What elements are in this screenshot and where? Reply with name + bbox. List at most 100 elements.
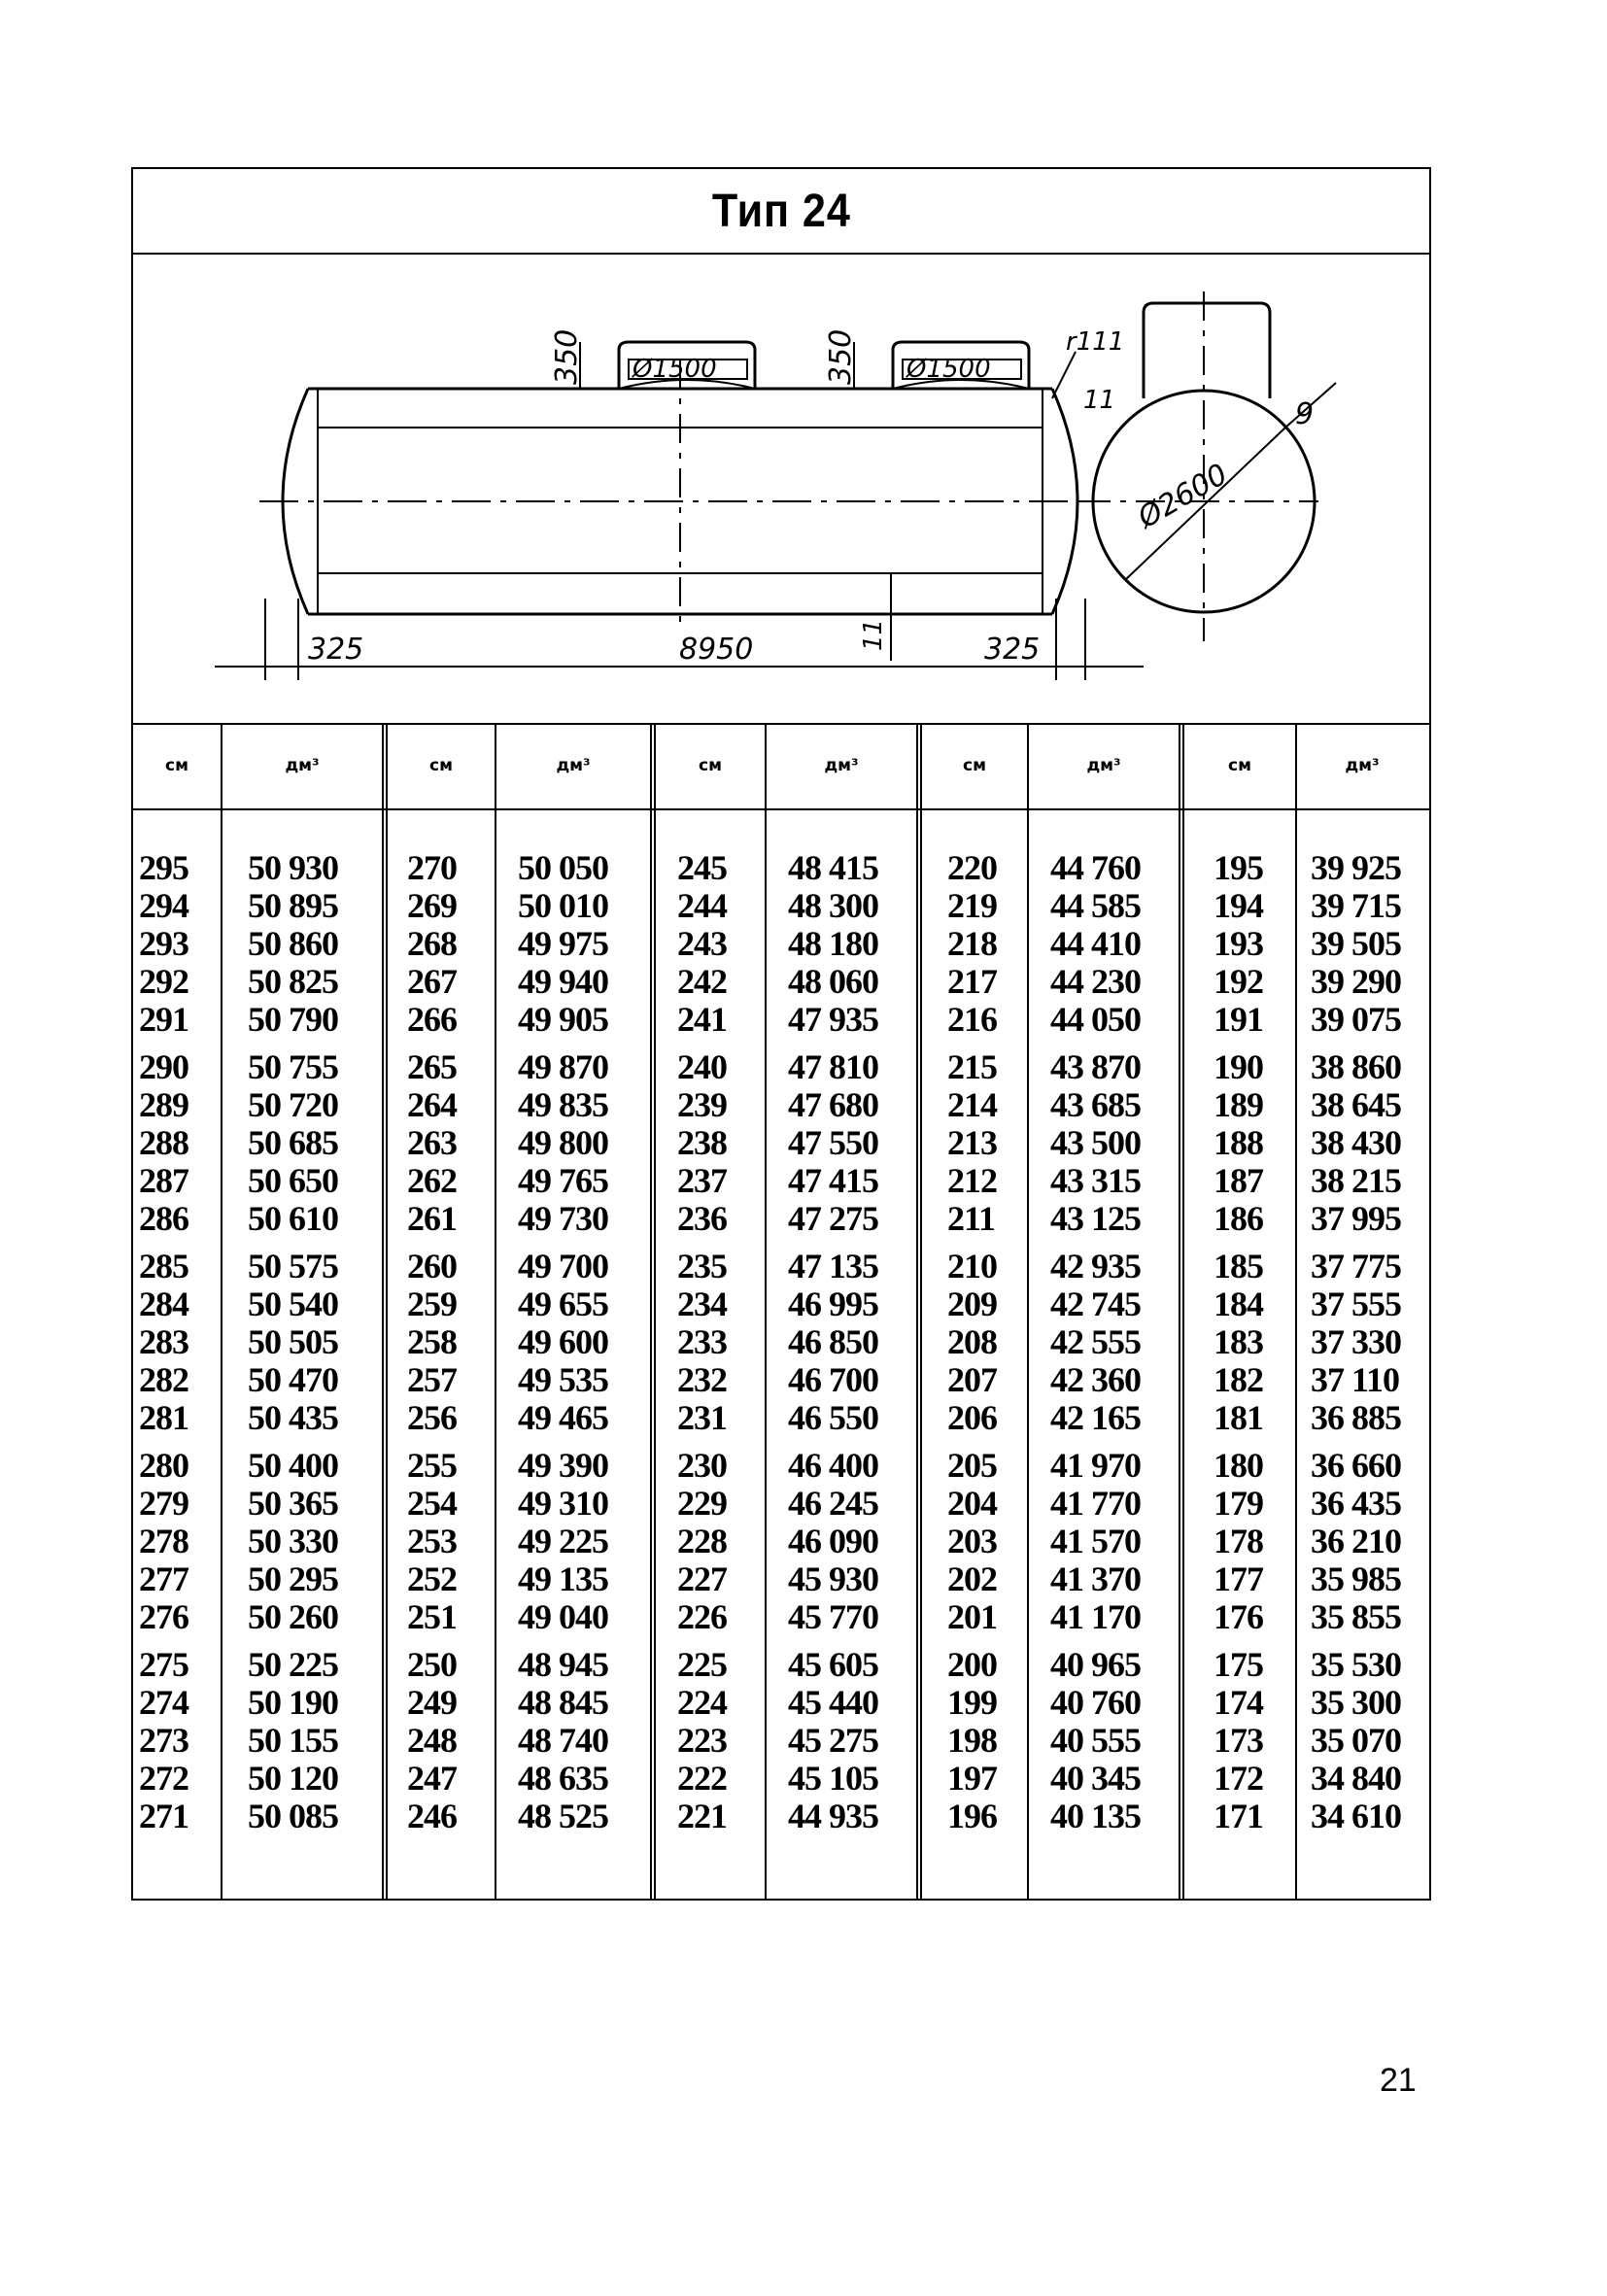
volume-dm3-cell: 49 700 — [518, 1247, 609, 1285]
level-cm-cell: 216 — [947, 1000, 998, 1039]
volume-dm3-cell: 49 800 — [518, 1123, 609, 1162]
level-cm-cell: 236 — [677, 1199, 728, 1238]
level-cm-cell: 176 — [1214, 1597, 1264, 1636]
volume-dm3-cell: 47 135 — [788, 1247, 879, 1285]
volume-dm3-cell: 45 440 — [788, 1683, 879, 1722]
volume-dm3-cell: 43 685 — [1050, 1085, 1142, 1124]
volume-dm3-cell: 39 715 — [1311, 886, 1402, 925]
volume-dm3-cell: 41 770 — [1050, 1484, 1142, 1523]
level-cm-cell: 173 — [1214, 1721, 1264, 1760]
col-rule — [221, 723, 222, 1901]
volume-dm3-cell: 48 060 — [788, 962, 879, 1001]
level-cm-cell: 184 — [1214, 1285, 1264, 1323]
volume-dm3-cell: 49 765 — [518, 1161, 609, 1200]
col-rule — [1027, 723, 1029, 1901]
level-cm-cell: 274 — [139, 1683, 189, 1722]
volume-dm3-cell: 49 390 — [518, 1446, 609, 1485]
volume-dm3-cell: 50 505 — [248, 1322, 339, 1361]
volume-dm3-cell: 50 010 — [518, 886, 609, 925]
level-cm-cell: 272 — [139, 1759, 189, 1798]
level-cm-cell: 262 — [407, 1161, 458, 1200]
level-cm-cell: 245 — [677, 848, 728, 887]
level-cm-cell: 200 — [947, 1645, 998, 1684]
gap-label: 9 — [1295, 397, 1314, 431]
volume-dm3-cell: 49 730 — [518, 1199, 609, 1238]
volume-dm3-cell: 50 400 — [248, 1446, 339, 1485]
volume-dm3-cell: 50 085 — [248, 1797, 339, 1835]
level-cm-cell: 241 — [677, 1000, 728, 1039]
level-cm-cell: 277 — [139, 1559, 189, 1598]
volume-dm3-cell: 50 825 — [248, 962, 339, 1001]
volume-dm3-cell: 50 365 — [248, 1484, 339, 1523]
level-cm-cell: 237 — [677, 1161, 728, 1200]
volume-dm3-cell: 50 895 — [248, 886, 339, 925]
volume-dm3-cell: 41 970 — [1050, 1446, 1142, 1485]
volume-dm3-cell: 47 415 — [788, 1161, 879, 1200]
level-cm-cell: 287 — [139, 1161, 189, 1200]
volume-dm3-cell: 49 655 — [518, 1285, 609, 1323]
level-cm-cell: 189 — [1214, 1085, 1264, 1124]
header-cm: см — [429, 756, 453, 775]
level-cm-cell: 249 — [407, 1683, 458, 1722]
volume-dm3-cell: 37 775 — [1311, 1247, 1402, 1285]
volume-dm3-cell: 36 885 — [1311, 1398, 1402, 1437]
volume-dm3-cell: 46 245 — [788, 1484, 879, 1523]
level-cm-cell: 227 — [677, 1559, 728, 1598]
volume-dm3-cell: 48 525 — [518, 1797, 609, 1835]
volume-dm3-cell: 49 225 — [518, 1522, 609, 1560]
volume-dm3-cell: 38 645 — [1311, 1085, 1402, 1124]
level-cm-cell: 269 — [407, 886, 458, 925]
volume-dm3-cell: 49 135 — [518, 1559, 609, 1598]
volume-dm3-cell: 40 345 — [1050, 1759, 1142, 1798]
level-cm-cell: 278 — [139, 1522, 189, 1560]
level-cm-cell: 246 — [407, 1797, 458, 1835]
mid-length-label: 8950 — [679, 633, 753, 667]
volume-dm3-cell: 41 370 — [1050, 1559, 1142, 1598]
dim-350-right-label: 350 — [824, 329, 858, 385]
level-cm-cell: 255 — [407, 1446, 458, 1485]
level-cm-cell: 273 — [139, 1721, 189, 1760]
volume-dm3-cell: 50 790 — [248, 1000, 339, 1039]
level-cm-cell: 285 — [139, 1247, 189, 1285]
volume-dm3-cell: 45 770 — [788, 1597, 879, 1636]
level-cm-cell: 202 — [947, 1559, 998, 1598]
volume-dm3-cell: 48 180 — [788, 924, 879, 963]
level-cm-cell: 279 — [139, 1484, 189, 1523]
volume-dm3-cell: 46 700 — [788, 1360, 879, 1399]
level-cm-cell: 207 — [947, 1360, 998, 1399]
level-cm-cell: 212 — [947, 1161, 998, 1200]
volume-dm3-cell: 40 760 — [1050, 1683, 1142, 1722]
hatch-left-diameter: Ø1500 — [632, 355, 717, 384]
volume-dm3-cell: 45 275 — [788, 1721, 879, 1760]
header-cm: см — [1228, 756, 1251, 775]
level-cm-cell: 235 — [677, 1247, 728, 1285]
level-cm-cell: 286 — [139, 1199, 189, 1238]
volume-dm3-cell: 44 410 — [1050, 924, 1142, 963]
page-number: 21 — [1380, 2062, 1417, 2099]
volume-dm3-cell: 50 155 — [248, 1721, 339, 1760]
volume-dm3-cell: 42 745 — [1050, 1285, 1142, 1323]
volume-dm3-cell: 45 930 — [788, 1559, 879, 1598]
level-cm-cell: 247 — [407, 1759, 458, 1798]
volume-dm3-cell: 46 550 — [788, 1398, 879, 1437]
level-cm-cell: 226 — [677, 1597, 728, 1636]
volume-dm3-cell: 48 300 — [788, 886, 879, 925]
level-cm-cell: 209 — [947, 1285, 998, 1323]
volume-dm3-cell: 38 430 — [1311, 1123, 1402, 1162]
end-view-hatch — [1142, 301, 1272, 398]
level-cm-cell: 175 — [1214, 1645, 1264, 1684]
end-view-diameter-label: Ø2600 — [1131, 458, 1234, 536]
volume-dm3-cell: 40 965 — [1050, 1645, 1142, 1684]
level-cm-cell: 280 — [139, 1446, 189, 1485]
group-rule — [1179, 723, 1184, 1901]
volume-dm3-cell: 39 075 — [1311, 1000, 1402, 1039]
level-cm-cell: 223 — [677, 1721, 728, 1760]
level-cm-cell: 290 — [139, 1047, 189, 1086]
volume-dm3-cell: 44 585 — [1050, 886, 1142, 925]
radius-label: r111 — [1066, 327, 1124, 357]
header-separator — [133, 808, 1429, 810]
level-cm-cell: 201 — [947, 1597, 998, 1636]
